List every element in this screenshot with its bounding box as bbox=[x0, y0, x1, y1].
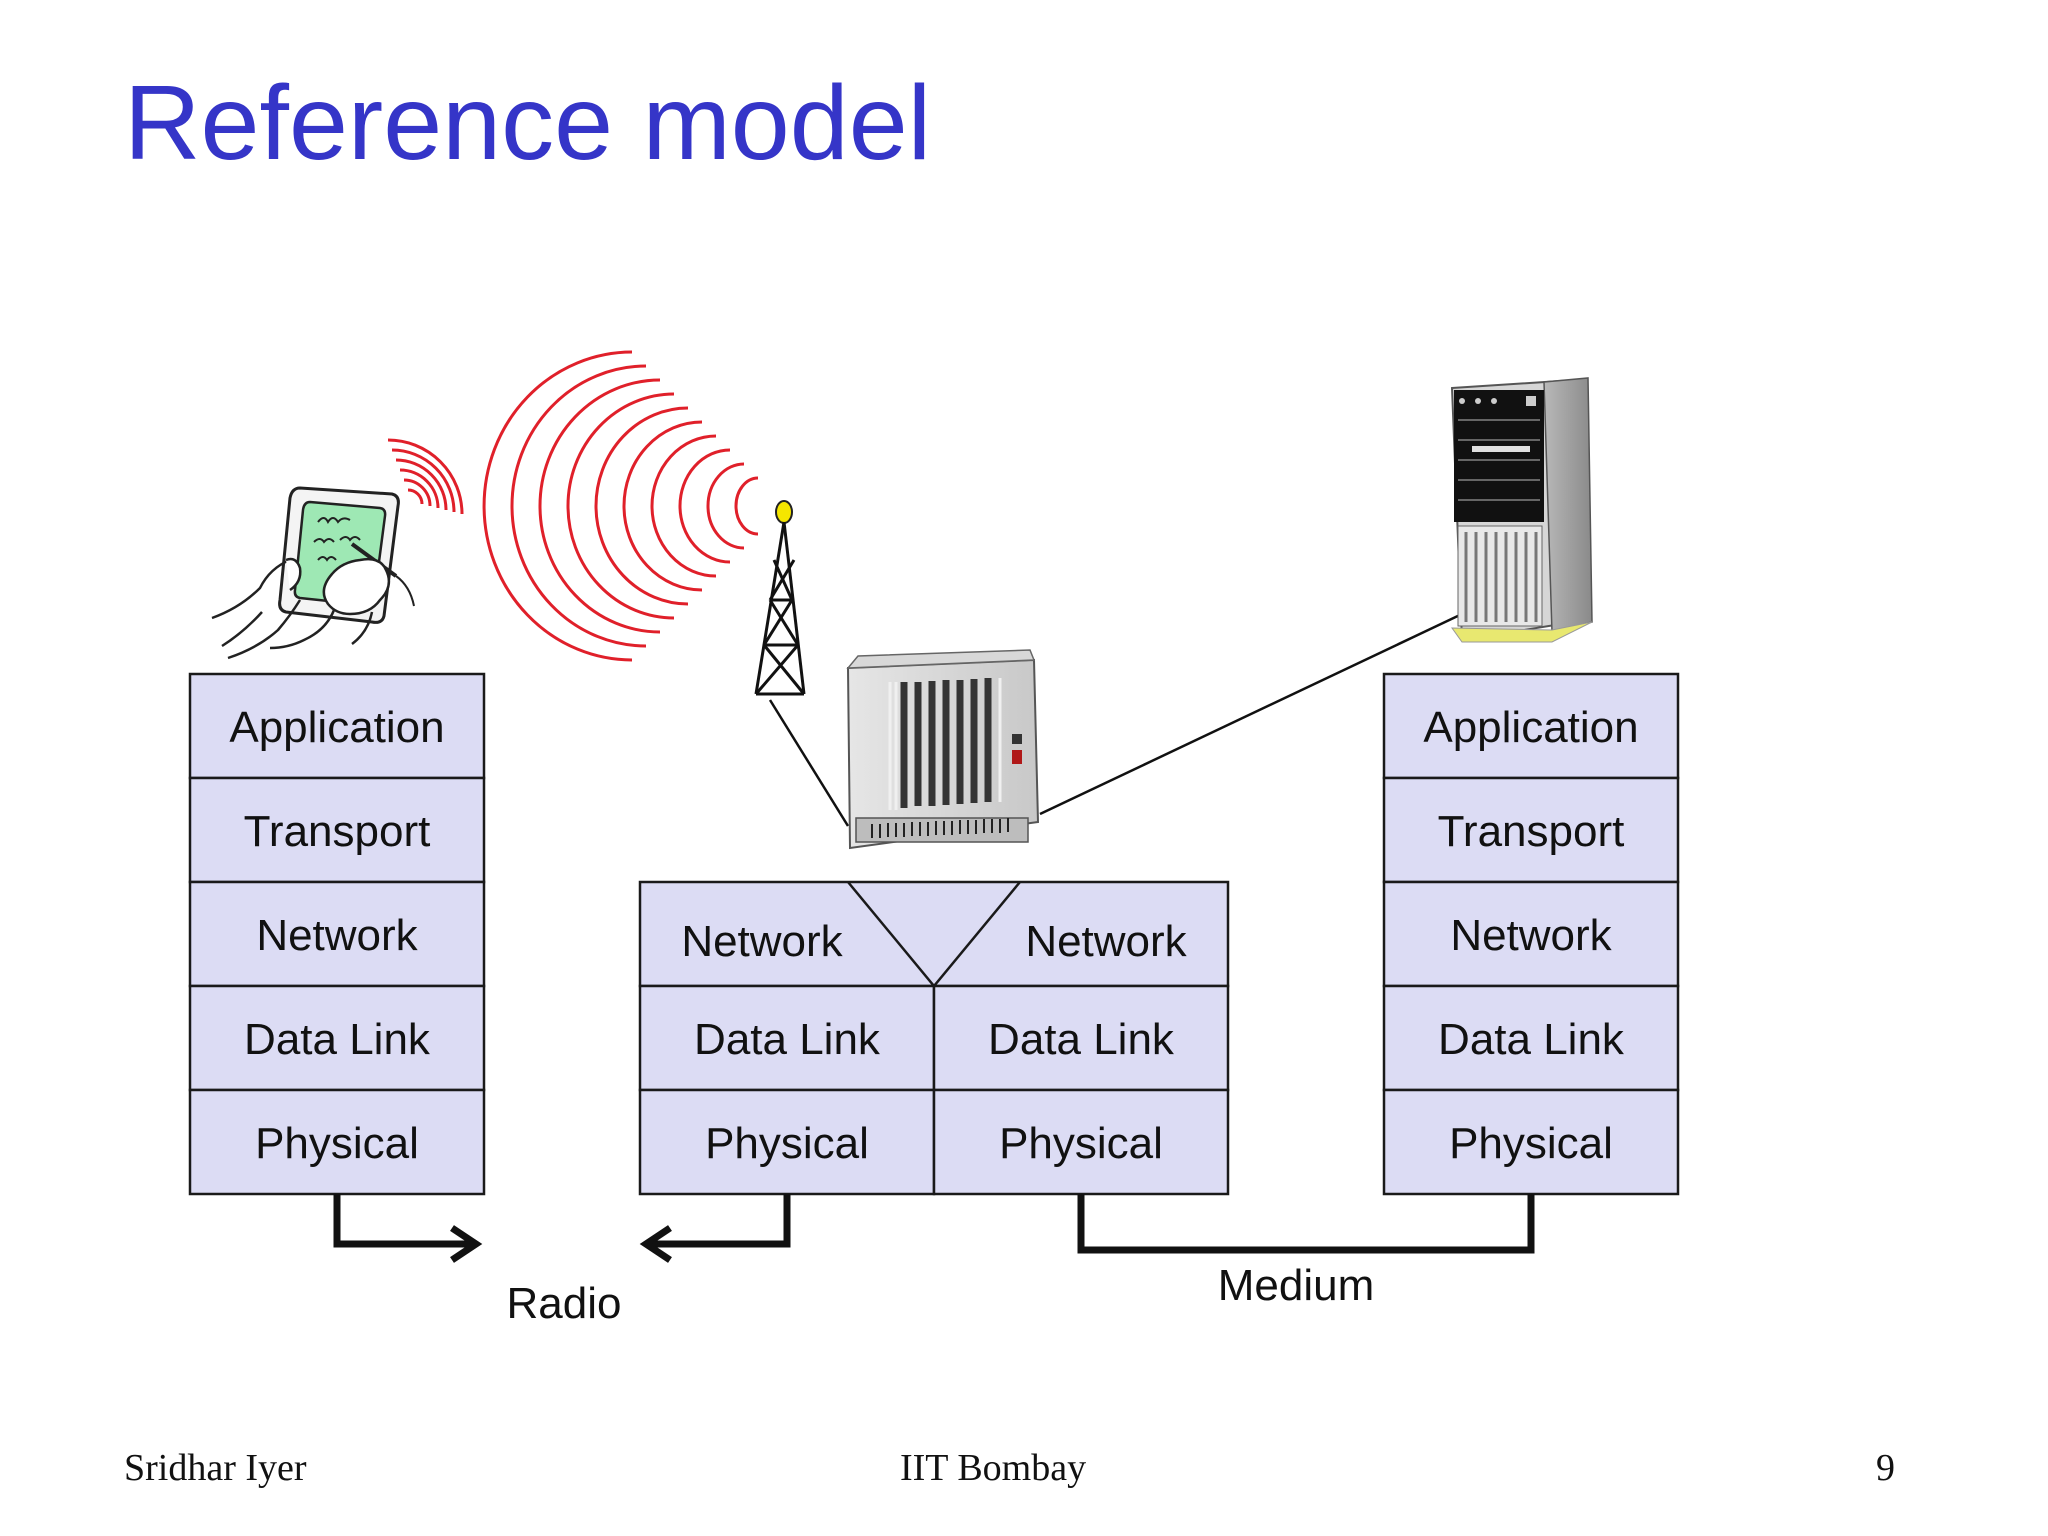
right-network-label: Network bbox=[1450, 911, 1612, 960]
right-application-label: Application bbox=[1423, 703, 1638, 752]
base-station-to-server-line bbox=[1039, 612, 1463, 816]
left-application-label: Application bbox=[229, 703, 444, 752]
radio-link bbox=[333, 1194, 791, 1263]
medium-label: Medium bbox=[1218, 1261, 1375, 1310]
middle-physical-left-label: Physical bbox=[705, 1119, 869, 1168]
left-datalink-label: Data Link bbox=[244, 1015, 431, 1064]
middle-physical-right-label: Physical bbox=[999, 1119, 1163, 1168]
right-protocol-stack: Application Transport Network Data Link … bbox=[1382, 672, 1680, 1196]
footer-institution: IIT Bombay bbox=[900, 1447, 1087, 1489]
radio-arrow-out bbox=[333, 1194, 476, 1248]
radio-tower-icon bbox=[482, 350, 806, 696]
footer-author: Sridhar Iyer bbox=[124, 1447, 307, 1489]
left-protocol-stack: Application Transport Network Data Link … bbox=[188, 672, 486, 1196]
radio-arrow-in bbox=[646, 1194, 791, 1248]
middle-network-left-label: Network bbox=[681, 917, 843, 966]
footer-page-number: 9 bbox=[1876, 1447, 1895, 1489]
equipment-rack-icon bbox=[846, 649, 1040, 850]
radio-label: Radio bbox=[507, 1279, 622, 1328]
slide-title: Reference model bbox=[124, 64, 932, 182]
middle-datalink-left-label: Data Link bbox=[694, 1015, 881, 1064]
right-transport-label: Transport bbox=[1438, 807, 1625, 856]
left-transport-label: Transport bbox=[244, 807, 431, 856]
medium-link bbox=[1077, 1194, 1535, 1254]
right-datalink-label: Data Link bbox=[1438, 1015, 1625, 1064]
middle-protocol-stack: Network Network Data Link Data Link Phys… bbox=[638, 880, 1230, 1196]
tablet-with-stylus-icon bbox=[211, 438, 464, 660]
middle-network-right-label: Network bbox=[1025, 917, 1187, 966]
right-physical-label: Physical bbox=[1449, 1119, 1613, 1168]
left-network-label: Network bbox=[256, 911, 418, 960]
left-physical-label: Physical bbox=[255, 1119, 419, 1168]
tower-to-base-station-line bbox=[768, 699, 850, 827]
middle-datalink-right-label: Data Link bbox=[988, 1015, 1175, 1064]
tower-server-icon bbox=[1450, 377, 1593, 643]
